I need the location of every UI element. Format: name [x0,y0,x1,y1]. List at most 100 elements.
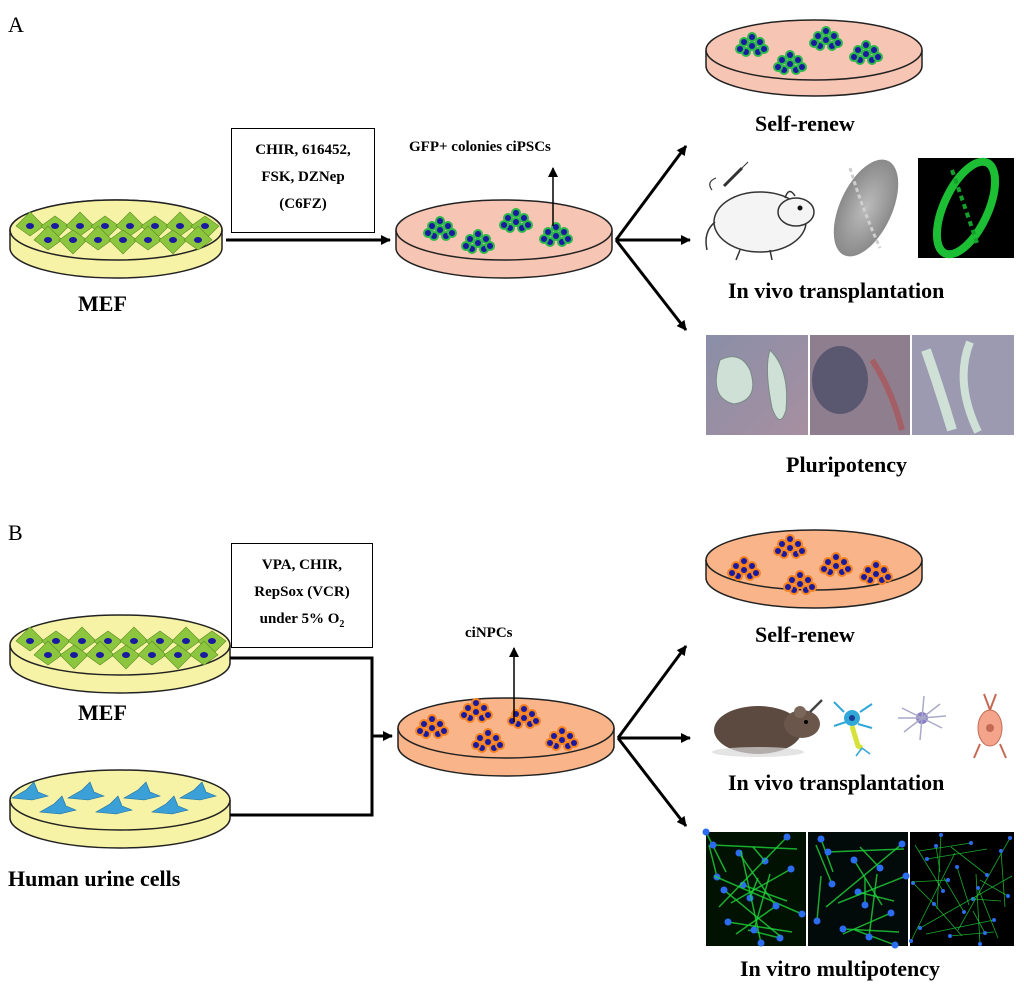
neurite [972,910,986,934]
cell-nucleus [96,652,104,658]
colony-nucleus [863,51,869,57]
neurite [816,875,822,922]
colony-nucleus [825,559,831,565]
teratoma-gfp-image-a [918,157,1014,259]
colony-nucleus [833,563,839,569]
urine-cell [67,781,105,801]
outcome-self-renew-b: Self-renew [755,622,855,647]
dapi-nucleus [1008,836,1012,840]
neurite [723,889,781,937]
colony-nucleus [809,584,815,590]
colony-nucleus [437,721,443,727]
colony-nucleus [485,730,491,736]
dapi-nucleus [887,909,895,917]
colony-nucleus [475,231,481,237]
neurite [977,887,999,939]
neuron-icon [833,701,873,757]
colony-nucleus [553,233,559,239]
colony-nucleus [529,711,535,717]
neurite [933,903,963,937]
cell-nucleus [26,223,34,229]
condition-box-a: CHIR, 616452, FSK, DZNep (C6FZ) [231,128,375,233]
cell-nucleus [70,652,78,658]
neurite [853,859,883,906]
colony-nucleus [421,721,427,727]
outcome-self-renew-a: Self-renew [755,111,855,136]
dapi-nucleus [783,833,791,841]
neurite [825,843,903,908]
colony-nucleus [493,735,499,741]
product-label-b: ciNPCs [465,625,513,641]
colony-nucleus [485,739,491,745]
dapi-nucleus [999,849,1003,853]
dapi-nucleus [955,865,959,869]
cell-nucleus [194,237,202,243]
condition-line: RepSox (VCR) [254,584,350,600]
oligodendrocyte-icon [973,693,1007,759]
cell-nucleus [44,652,52,658]
mouse-sketch-a [704,160,815,261]
colony-nucleus [753,570,759,576]
colony-nucleus [429,716,435,722]
colony-nucleus [787,61,793,67]
colony-nucleus [571,740,577,746]
cell-nucleus [52,638,60,644]
panel-b-letter: B [8,520,23,545]
neurite [712,844,798,850]
colony-nucleus [787,545,793,551]
colony-nucleus [481,705,487,711]
cell-nucleus [94,237,102,243]
neurite [740,850,762,944]
colony-nucleus [775,548,781,554]
colony-nucleus [449,230,455,236]
colony-nucleus [741,558,747,564]
neurite [868,873,878,938]
cell-nucleus [176,223,184,229]
dapi-nucleus [861,901,869,909]
urine-cell [95,795,133,815]
dapi-nucleus [932,902,936,906]
colony-nucleus [487,243,493,249]
cell-nucleus [119,237,127,243]
neurite [918,842,972,852]
condition-line: (C6FZ) [279,196,327,212]
outcome-in-vivo-b: In vivo transplantation [728,770,945,795]
dapi-nucleus [720,886,728,894]
urine-cell [151,795,189,815]
colony-nucleus [761,46,767,52]
colony-nucleus [417,728,423,734]
histology-images-a [706,335,1014,435]
colony-nucleus [741,567,747,573]
neurite [727,921,793,933]
colony-nucleus [865,567,871,573]
neurite [1000,850,1006,908]
cell-nucleus [69,237,77,243]
neurite [919,875,1013,929]
cell-nucleus [44,237,52,243]
colony-nucleus [779,541,785,547]
neurite [925,919,995,935]
colony-nucleus [465,705,471,711]
neurite [820,838,834,873]
colony-nucleus [429,223,435,229]
self-renew-dish-a [705,19,923,97]
dapi-nucleus [985,873,989,877]
dapi-nucleus [828,880,836,888]
cell-nucleus [174,652,182,658]
urine-cell [123,781,161,801]
dapi-nucleus [898,840,906,848]
colony-nucleus [501,222,507,228]
neurite [979,879,1009,897]
colony-nucleus [463,243,469,249]
condition-box-b: VPA, CHIR, RepSox (VCR) under 5% O2 [231,543,373,648]
colony-nucleus [737,46,743,52]
colony-nucleus [863,42,869,48]
mouse-photo-b [712,699,823,757]
colony-nucleus [815,33,821,39]
colony-nucleus [797,581,803,587]
mef-dish-b [9,614,231,694]
colony-nucleus [831,33,837,39]
colony-nucleus [541,236,547,242]
